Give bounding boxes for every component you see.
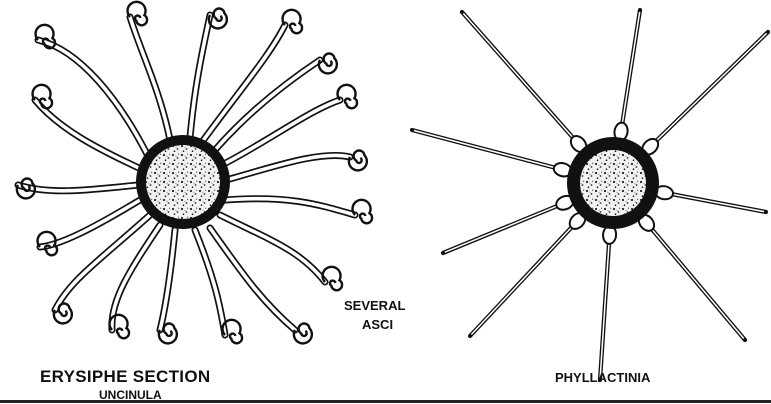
phyllactinia-label: PHYLLACTINIA — [555, 371, 650, 384]
appendage-coil-tip — [338, 85, 358, 108]
appendage-coil-tip — [349, 151, 367, 171]
appendage-coil-tip — [294, 324, 312, 344]
erysiphe-section-label: ERYSIPHE SECTION — [40, 368, 210, 385]
several-asci-label-line2: ASCI — [362, 318, 393, 331]
uncinula-cleistothecium — [136, 135, 230, 229]
uncinula-appendage — [35, 100, 143, 170]
phyllactinia-cleistothecium — [567, 137, 659, 229]
appendage-coil-tip — [319, 54, 337, 74]
bottom-rule — [0, 400, 771, 403]
uncinula-appendage — [220, 215, 325, 282]
several-asci-label-line1: SEVERAL — [344, 299, 405, 312]
